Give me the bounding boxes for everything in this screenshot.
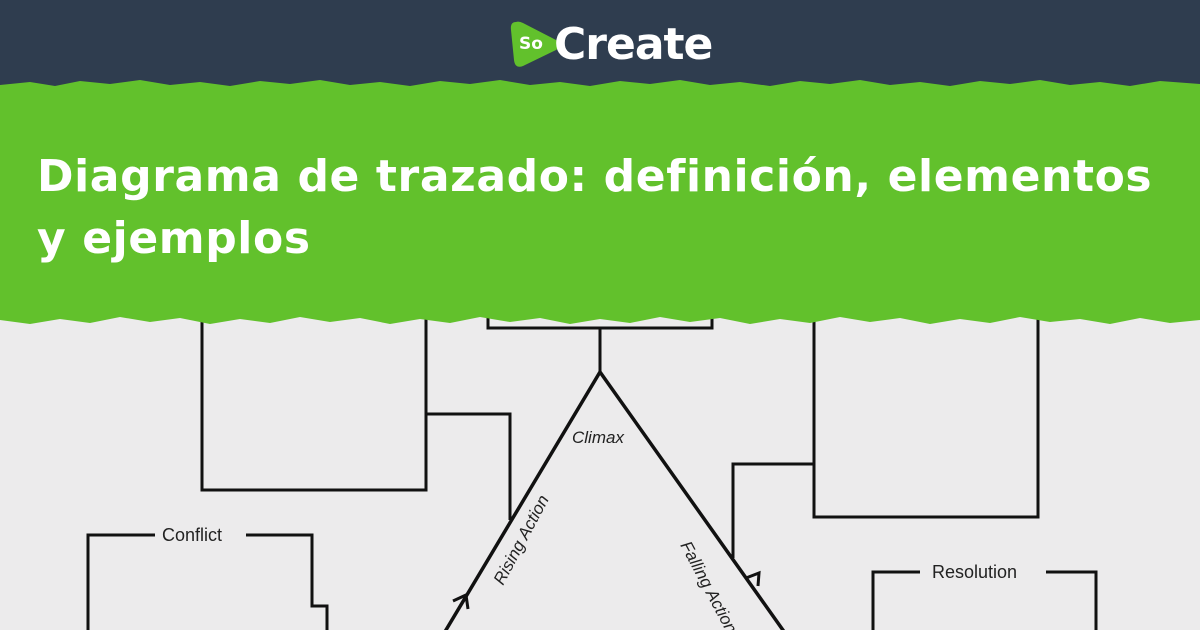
banner-shape (0, 80, 1200, 324)
conflict-box-right (246, 533, 329, 630)
logo-prefix: So (519, 34, 543, 54)
falling-arrow (745, 570, 761, 587)
falling-action-label: Falling Action (676, 538, 740, 630)
conflict-box (86, 533, 155, 630)
plot-triangle (443, 368, 786, 630)
climax-label: Climax (572, 428, 624, 447)
play-logo-icon (510, 21, 559, 67)
resolution-box (871, 570, 920, 630)
header-bar: So Create (0, 0, 1200, 92)
resolution-label: Resolution (932, 562, 1017, 582)
title-banner (0, 80, 1200, 324)
rising-arrow (452, 592, 470, 610)
page-title: Diagrama de trazado: definición, element… (37, 151, 1153, 264)
socreate-logo[interactable]: So Create (510, 20, 713, 72)
logo-wordmark: Create (554, 19, 713, 70)
connector-line-right (731, 462, 814, 558)
resolution-box-right (1046, 570, 1098, 630)
connector-line-left (426, 412, 512, 520)
conflict-label: Conflict (162, 525, 222, 545)
